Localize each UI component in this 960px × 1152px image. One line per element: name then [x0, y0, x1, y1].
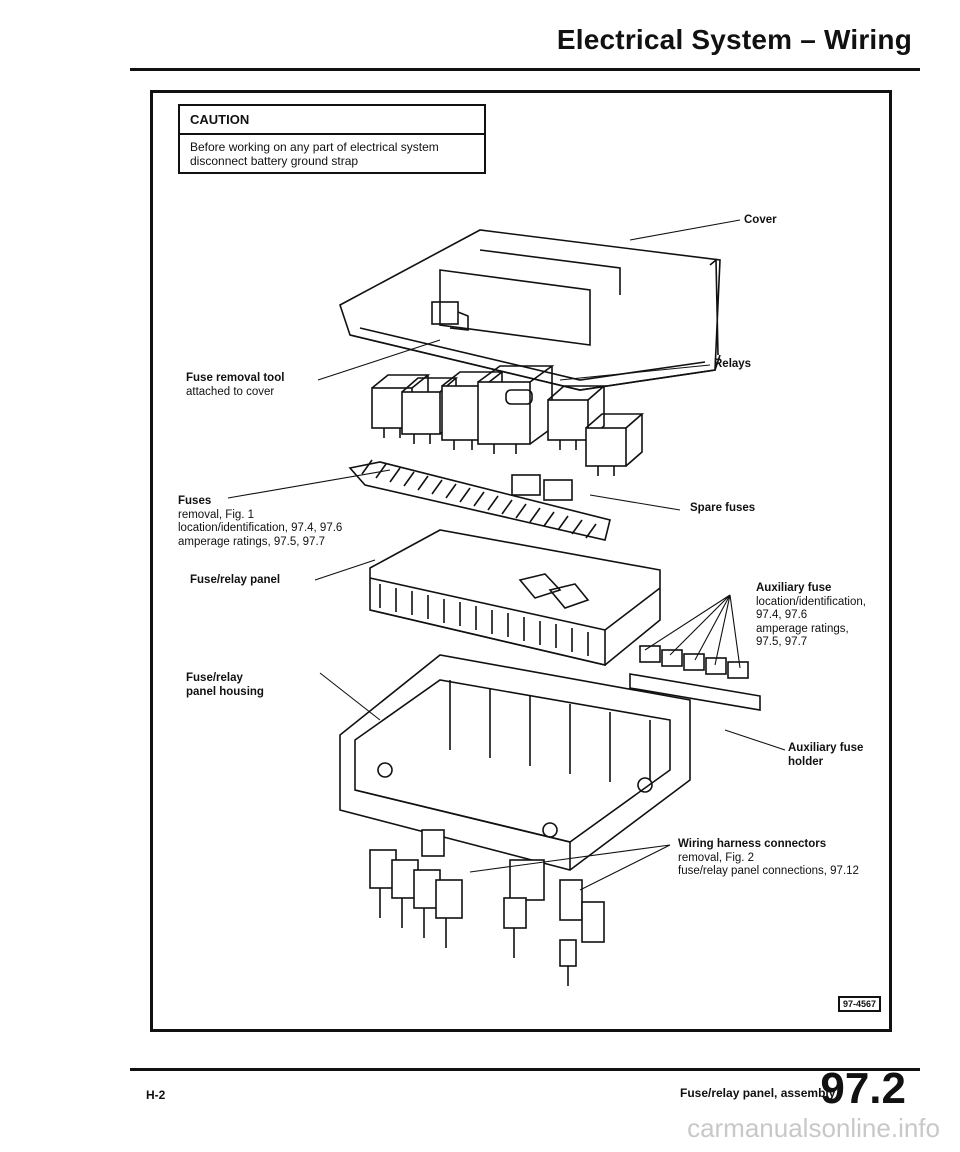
- label-aux-holder-line2: holder: [788, 755, 824, 768]
- relays-part: [371, 365, 645, 476]
- label-auxiliary-fuse: Auxiliary fuse location/identification, …: [756, 582, 866, 650]
- label-fuse-relay-panel: Fuse/relay panel: [190, 574, 280, 588]
- footer-section-title: Fuse/relay panel, assembly: [680, 1086, 836, 1100]
- label-housing-line2: panel housing: [186, 685, 264, 698]
- header-rule: [130, 68, 920, 71]
- caution-box: CAUTION Before working on any part of el…: [178, 104, 486, 174]
- leader-lines: [227, 219, 786, 891]
- label-harness-line2: fuse/relay panel connections, 97.12: [678, 865, 859, 877]
- figure-id: 97-4567: [838, 996, 882, 1012]
- caution-rule: [180, 133, 484, 135]
- label-aux-fuse-line4: 97.5, 97.7: [756, 636, 808, 648]
- footer-section-number: 97.2: [820, 1064, 906, 1113]
- fuses-strip: [348, 459, 611, 541]
- label-aux-holder-line1: Auxiliary fuse: [788, 742, 864, 754]
- label-relays-title: Relays: [714, 358, 752, 370]
- panel-housing-part: [339, 654, 691, 871]
- auxiliary-fuses-part: [629, 645, 761, 711]
- label-fuses-title: Fuses: [178, 495, 212, 507]
- figure-frame: [150, 90, 892, 1032]
- caution-text: Before working on any part of electrical…: [190, 140, 439, 168]
- page-code: H-2: [146, 1088, 166, 1102]
- label-harness-title: Wiring harness connectors: [678, 838, 827, 850]
- label-fuses: Fuses removal, Fig. 1 location/identific…: [178, 495, 342, 549]
- label-cover: Cover: [744, 214, 777, 228]
- label-fuse-removal-tool: Fuse removal tool attached to cover: [186, 372, 284, 399]
- label-fuses-line3: amperage ratings, 97.5, 97.7: [178, 535, 326, 548]
- harness-connectors-part: [369, 829, 605, 986]
- label-fuses-line2: location/identification, 97.4, 97.6: [178, 522, 343, 534]
- caution-title: CAUTION: [190, 112, 250, 127]
- label-wiring-harness: Wiring harness connectors removal, Fig. …: [678, 838, 859, 879]
- label-panel-housing: Fuse/relay panel housing: [186, 672, 264, 699]
- label-fuse-relay-panel-title: Fuse/relay panel: [190, 574, 281, 586]
- label-aux-fuse-line2: 97.4, 97.6: [756, 609, 808, 621]
- label-fuses-line1: removal, Fig. 1: [178, 508, 255, 521]
- label-spare-fuses-title: Spare fuses: [690, 502, 756, 514]
- label-aux-fuse-title: Auxiliary fuse: [756, 582, 832, 594]
- label-aux-fuse-line1: location/identification,: [756, 595, 866, 608]
- label-aux-fuse-line3: amperage ratings,: [756, 622, 849, 635]
- watermark: carmanualsonline.info: [687, 1113, 940, 1143]
- label-fuse-tool-title: Fuse removal tool: [186, 372, 285, 384]
- label-spare-fuses: Spare fuses: [690, 502, 755, 516]
- label-aux-fuse-holder: Auxiliary fuse holder: [788, 742, 863, 769]
- label-cover-title: Cover: [744, 214, 777, 226]
- page-title: Electrical System – Wiring: [556, 24, 912, 55]
- footer-rule: [130, 1068, 920, 1071]
- fuse-relay-panel-part: [369, 529, 661, 667]
- label-relays: Relays: [714, 358, 751, 372]
- label-housing-line1: Fuse/relay: [186, 672, 243, 684]
- fuse-relay-panel-diagram: [227, 219, 786, 986]
- label-fuse-tool-line1: attached to cover: [186, 385, 275, 398]
- label-harness-line1: removal, Fig. 2: [678, 851, 755, 864]
- cover-part: [339, 229, 721, 391]
